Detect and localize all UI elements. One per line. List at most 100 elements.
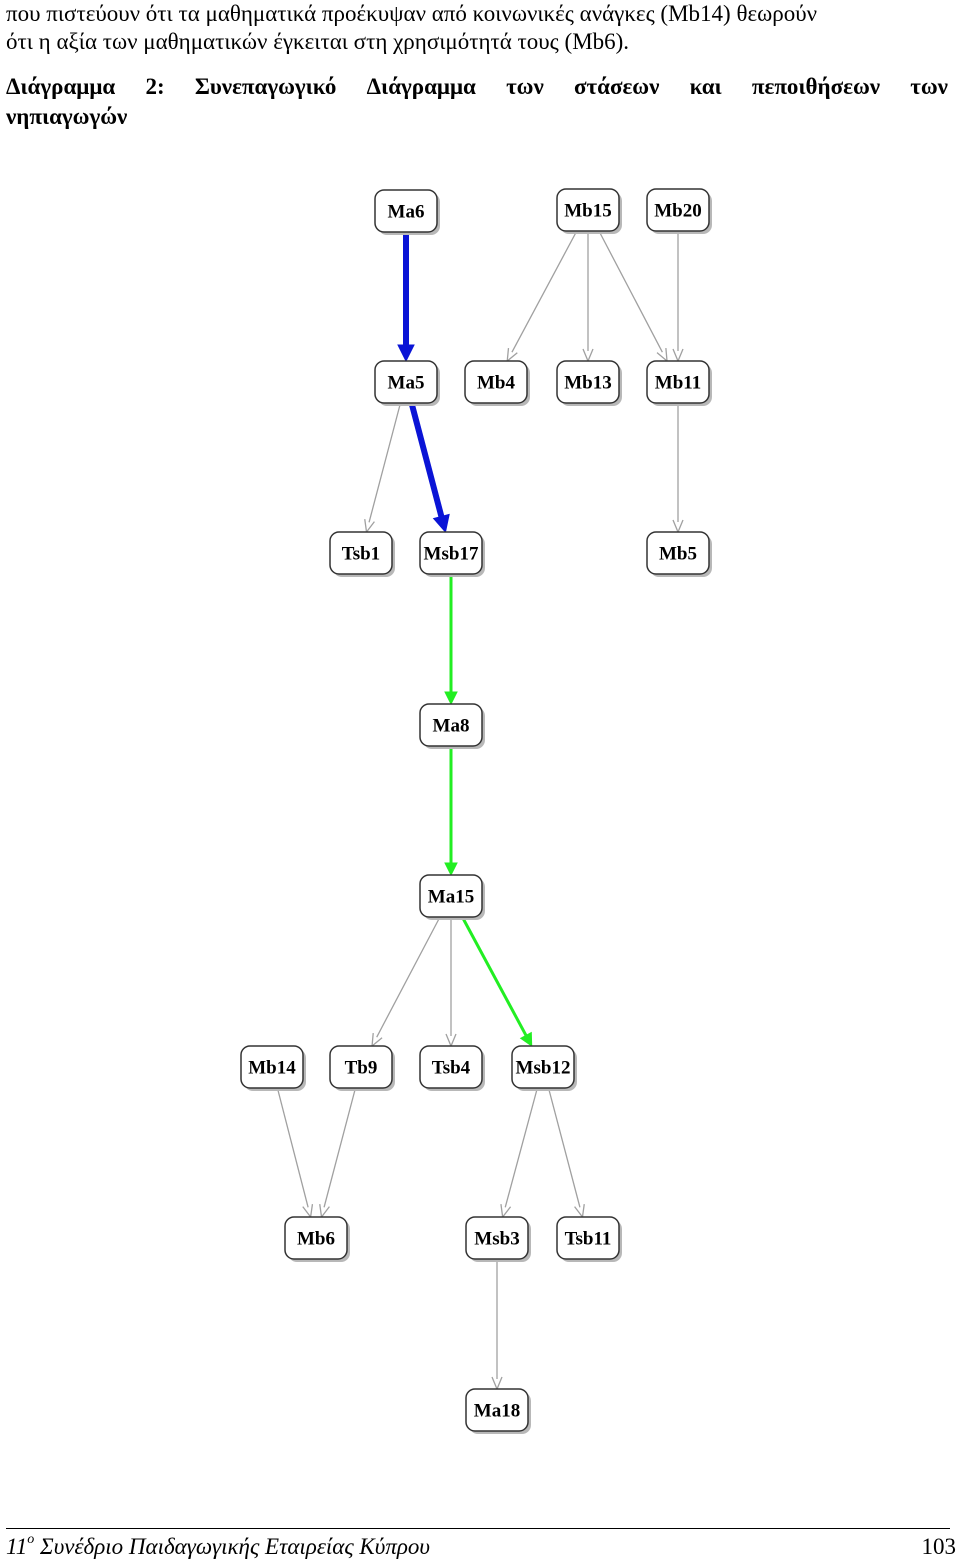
edge-Ma5-Tsb1 bbox=[368, 402, 402, 523]
node-box bbox=[646, 360, 710, 404]
node-Mb13: Mb13 bbox=[556, 360, 622, 406]
edge-arrowhead bbox=[444, 862, 458, 877]
node-Ma18: Ma18 bbox=[465, 1388, 531, 1434]
node-box bbox=[646, 531, 710, 575]
node-Tsb11: Tsb11 bbox=[556, 1216, 622, 1262]
caption-word: πεποιθήσεων bbox=[751, 74, 881, 99]
node-Mb15: Mb15 bbox=[556, 188, 622, 234]
node-label: Ma6 bbox=[388, 202, 425, 223]
paragraph-line: που πιστεύουν ότι τα μαθηματικά προέκυψα… bbox=[6, 1, 818, 26]
caption-line: νηπιαγωγών bbox=[6, 104, 128, 129]
node-label: Mb13 bbox=[564, 373, 612, 394]
edge-Msb12-Msb3 bbox=[504, 1087, 538, 1208]
node-box bbox=[464, 360, 528, 404]
edge-Ma5-Msb17 bbox=[408, 402, 445, 520]
edge-arrowhead bbox=[519, 1031, 533, 1047]
node-label: Ma8 bbox=[433, 716, 470, 737]
node-label: Msb17 bbox=[424, 544, 479, 565]
edge-arrowhead bbox=[397, 344, 415, 363]
node-Ma5: Ma5 bbox=[374, 360, 440, 406]
node-Ma8: Ma8 bbox=[419, 703, 485, 749]
node-Mb6: Mb6 bbox=[284, 1216, 350, 1262]
caption-word: των bbox=[910, 74, 948, 99]
node-box bbox=[374, 360, 438, 404]
node-label: Mb15 bbox=[564, 201, 612, 222]
node-box bbox=[556, 188, 620, 232]
node-box bbox=[646, 188, 710, 232]
edge-Tb9-Mb6 bbox=[323, 1087, 357, 1208]
node-label: Mb4 bbox=[477, 373, 516, 394]
node-box bbox=[511, 1045, 575, 1089]
edge-arrowhead bbox=[371, 1032, 383, 1048]
edge-Mb15-Mb11 bbox=[598, 230, 663, 353]
footer-conference-name: Συνέδριο Παιδαγωγικής Εταιρείας Κύπρου bbox=[34, 1534, 430, 1559]
node-label: Mb20 bbox=[654, 201, 702, 222]
caption-word: στάσεων bbox=[574, 74, 660, 99]
node-box bbox=[419, 1045, 483, 1089]
node-label: Tb9 bbox=[345, 1058, 378, 1079]
node-box bbox=[419, 531, 483, 575]
node-box bbox=[240, 1045, 304, 1089]
edge-Ma15-Tb9 bbox=[376, 916, 441, 1038]
edge-arrowhead bbox=[444, 691, 458, 706]
node-Mb20: Mb20 bbox=[646, 188, 712, 234]
edge-Mb14-Mb6 bbox=[276, 1087, 309, 1208]
footer-conference-number: 11 bbox=[6, 1534, 28, 1559]
node-label: Mb5 bbox=[659, 544, 697, 565]
body-paragraph: που πιστεύουν ότι τα μαθηματικά προέκυψα… bbox=[6, 0, 950, 56]
node-Msb3: Msb3 bbox=[465, 1216, 531, 1262]
node-box bbox=[419, 874, 483, 918]
node-box bbox=[556, 360, 620, 404]
node-label: Tsb4 bbox=[432, 1058, 471, 1079]
diagram-edges bbox=[276, 230, 684, 1391]
edge-Msb12-Tsb11 bbox=[547, 1087, 581, 1208]
node-Mb4: Mb4 bbox=[464, 360, 530, 406]
node-Ma6: Ma6 bbox=[374, 189, 440, 235]
footer-conference: 11ο Συνέδριο Παιδαγωγικής Εταιρείας Κύπρ… bbox=[6, 1532, 430, 1560]
node-box bbox=[329, 1045, 393, 1089]
node-label: Msb3 bbox=[474, 1229, 519, 1250]
caption-word: των bbox=[506, 74, 544, 99]
node-Ma15: Ma15 bbox=[419, 874, 485, 920]
page-number: 103 bbox=[921, 1534, 957, 1559]
node-Tsb4: Tsb4 bbox=[419, 1045, 485, 1091]
node-label: Mb11 bbox=[655, 373, 701, 394]
footer-conference-ordinal: ο bbox=[27, 1532, 35, 1548]
node-Mb11: Mb11 bbox=[646, 360, 712, 406]
caption-word: και bbox=[689, 74, 722, 99]
footer-divider bbox=[6, 1528, 950, 1529]
node-Msb17: Msb17 bbox=[419, 531, 485, 577]
node-box bbox=[556, 1216, 620, 1260]
caption-line: Διάγραμμα 2: Συνεπαγωγικό Διάγραμμα των … bbox=[6, 72, 948, 102]
caption-word: Διάγραμμα bbox=[6, 74, 116, 99]
node-label: Mb6 bbox=[297, 1229, 335, 1250]
node-label: Tsb11 bbox=[565, 1229, 612, 1250]
edge-Mb15-Mb4 bbox=[511, 230, 578, 353]
node-box bbox=[374, 189, 438, 233]
edge-Ma15-Msb12 bbox=[460, 916, 529, 1038]
caption-word: Συνεπαγωγικό bbox=[194, 74, 337, 99]
node-box bbox=[329, 531, 393, 575]
caption-word: 2: bbox=[145, 74, 165, 99]
node-Tb9: Tb9 bbox=[329, 1045, 395, 1091]
edge-arrowhead bbox=[432, 513, 450, 534]
node-label: Mb14 bbox=[248, 1058, 296, 1079]
node-box bbox=[465, 1388, 529, 1432]
node-label: Ma18 bbox=[474, 1401, 520, 1422]
node-Mb14: Mb14 bbox=[240, 1045, 306, 1091]
edge-arrowhead bbox=[656, 347, 668, 363]
node-box bbox=[419, 703, 483, 747]
edge-arrowhead bbox=[506, 347, 518, 363]
figure-caption: Διάγραμμα 2: Συνεπαγωγικό Διάγραμμα των … bbox=[6, 72, 948, 132]
caption-word: Διάγραμμα bbox=[366, 74, 476, 99]
node-box bbox=[284, 1216, 348, 1260]
paragraph-line: ότι η αξία των μαθηματικών έγκειται στη … bbox=[6, 29, 630, 54]
node-Mb5: Mb5 bbox=[646, 531, 712, 577]
node-label: Tsb1 bbox=[342, 544, 380, 565]
node-label: Ma15 bbox=[428, 887, 474, 908]
node-box bbox=[465, 1216, 529, 1260]
node-Msb12: Msb12 bbox=[511, 1045, 577, 1091]
node-label: Ma5 bbox=[388, 373, 425, 394]
node-label: Msb12 bbox=[516, 1058, 571, 1079]
